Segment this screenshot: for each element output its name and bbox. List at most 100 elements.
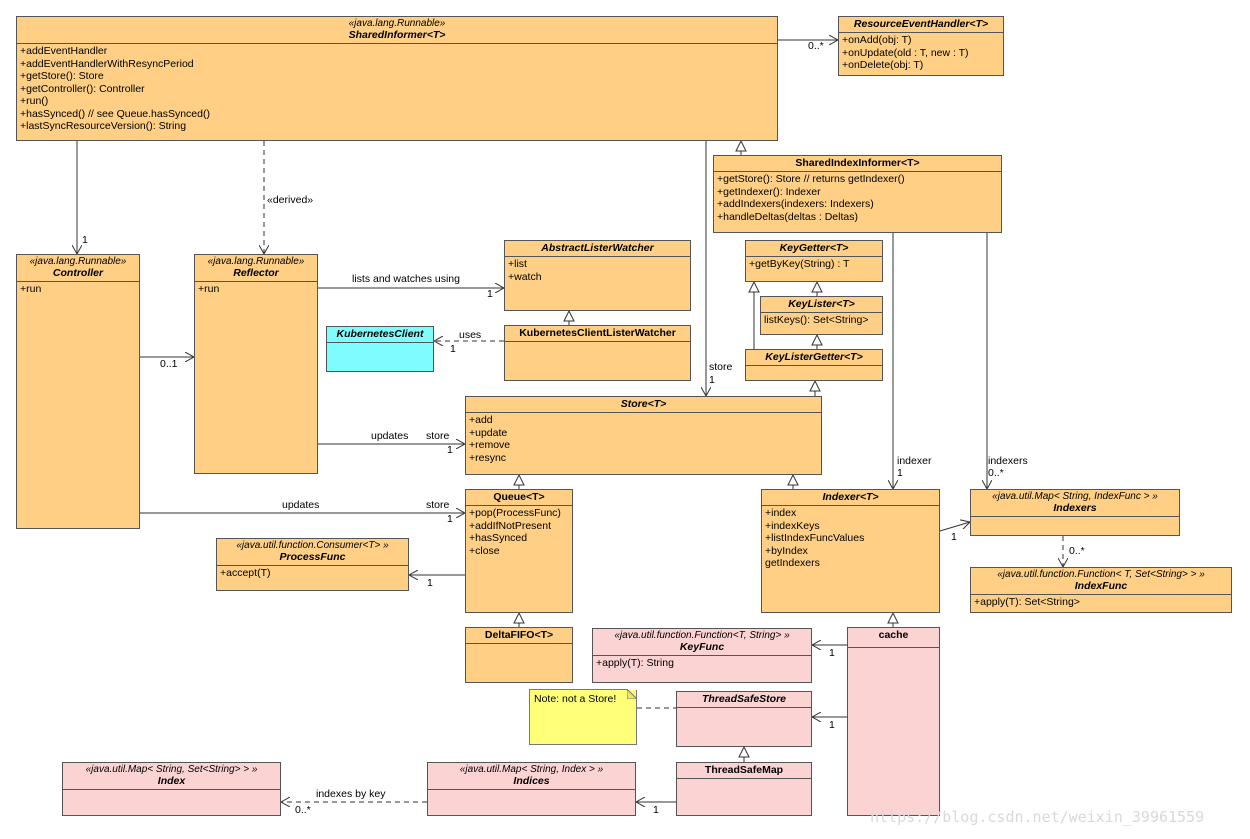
class-header: SharedIndexInformer<T> <box>714 156 1001 172</box>
key-lister-getter-class: KeyListerGetter<T> <box>745 349 883 381</box>
indices-class: «java.util.Map< String, Index > » Indice… <box>427 762 636 816</box>
member: +run <box>198 283 220 295</box>
class-members: +onAdd(obj: T) +onUpdate(old : T, new : … <box>839 33 1003 73</box>
note: Note: not a Store! <box>529 689 637 745</box>
class-header: KubernetesClientListerWatcher <box>505 326 690 342</box>
class-header: «java.util.Map< String, Set<String> > » … <box>63 763 280 790</box>
class-header: Queue<T> <box>466 490 572 506</box>
delta-fifo-class: DeltaFIFO<T> <box>465 627 573 683</box>
class-members: +list +watch <box>505 257 690 284</box>
class-name: SharedInformer<T> <box>348 29 446 41</box>
class-stereotype: «java.util.function.Consumer<T> » <box>236 540 389 551</box>
class-name: KeyGetter<T> <box>779 242 849 254</box>
class-header: cache <box>848 628 939 648</box>
association-label: lists and watches using <box>352 273 460 285</box>
multiplicity-label: 0..* <box>295 804 311 816</box>
class-name: AbstractListerWatcher <box>541 242 654 254</box>
class-name: Queue<T> <box>493 491 545 503</box>
class-name: KubernetesClient <box>336 328 424 340</box>
class-name: KeyListerGetter<T> <box>765 351 863 363</box>
key-lister-class: KeyLister<T> listKeys(): Set<String> <box>760 296 883 335</box>
member: +getStore(): Store <box>20 70 104 82</box>
class-header: «java.util.function.Function<T, String> … <box>593 629 811 656</box>
member: +onUpdate(old : T, new : T) <box>842 46 969 59</box>
association-label: updates <box>282 499 320 511</box>
class-name: SharedIndexInformer<T> <box>795 157 920 169</box>
class-header: DeltaFIFO<T> <box>466 628 572 644</box>
association-label: updates <box>371 430 409 442</box>
member: listKeys(): Set<String> <box>764 314 869 326</box>
member: +run <box>20 283 42 295</box>
thread-safe-store-class: ThreadSafeStore <box>676 691 812 747</box>
member: +list <box>508 258 527 270</box>
multiplicity-label: 1 <box>951 531 957 543</box>
class-header: «java.util.Map< String, Index > » Indice… <box>428 763 635 790</box>
role-label: indexer <box>897 455 932 467</box>
class-stereotype: «java.lang.Runnable» <box>207 256 305 267</box>
association-label: indexes by key <box>316 788 386 800</box>
class-name: Indexer<T> <box>822 491 879 503</box>
member: +hasSynced <box>469 532 528 544</box>
class-name: cache <box>878 629 909 641</box>
multiplicity-label: 1 <box>829 719 835 731</box>
key-getter-class: KeyGetter<T> +getByKey(String) : T <box>745 240 883 282</box>
member: +handleDeltas(deltas : Deltas) <box>717 210 858 223</box>
member: +resync <box>469 451 507 464</box>
thread-safe-map-class: ThreadSafeMap <box>676 762 812 816</box>
member: +onAdd(obj: T) <box>842 34 912 46</box>
class-members: +index +indexKeys +listIndexFuncValues +… <box>762 506 939 571</box>
class-members: +run <box>17 282 139 297</box>
class-stereotype: «java.util.Map< String, Set<String> > » <box>85 764 258 775</box>
indexers-class: «java.util.Map< String, IndexFunc > » In… <box>970 489 1180 536</box>
multiplicity-label: 1 <box>82 234 88 246</box>
multiplicity-label: 1 <box>427 577 433 589</box>
class-members: +accept(T) <box>217 566 408 581</box>
member: getIndexers <box>765 557 820 569</box>
multiplicity-label: 0..* <box>808 40 824 52</box>
member: +accept(T) <box>220 567 271 579</box>
association-label: uses <box>459 329 482 341</box>
member: +getByKey(String) : T <box>749 258 850 270</box>
class-name: Reflector <box>233 267 279 279</box>
class-members: listKeys(): Set<String> <box>761 313 882 328</box>
queue-class: Queue<T> +pop(ProcessFunc) +addIfNotPres… <box>465 489 573 613</box>
class-header: «java.lang.Runnable» SharedInformer<T> <box>17 17 777 44</box>
class-name: Controller <box>52 267 104 279</box>
member: +addEventHandlerWithResyncPeriod <box>20 57 194 70</box>
member: +pop(ProcessFunc) <box>469 507 561 519</box>
cache-class: cache <box>847 627 940 816</box>
multiplicity-label: 1 <box>653 804 659 816</box>
member: +watch <box>508 270 542 283</box>
class-header: KeyGetter<T> <box>746 241 882 257</box>
class-header: Indexer<T> <box>762 490 939 506</box>
class-name: DeltaFIFO<T> <box>484 629 554 641</box>
reflector-class: «java.lang.Runnable» Reflector +run <box>194 254 318 474</box>
class-header: KeyLister<T> <box>761 297 882 313</box>
class-name: KeyLister<T> <box>788 298 855 310</box>
member: +apply(T): String <box>596 657 674 669</box>
class-stereotype: «java.util.Map< String, Index > » <box>459 764 604 775</box>
process-func-class: «java.util.function.Consumer<T> » Proces… <box>216 538 409 591</box>
class-name: IndexFunc <box>1074 580 1128 592</box>
multiplicity-label: 1 <box>897 467 903 479</box>
member: +close <box>469 544 500 557</box>
class-name: ThreadSafeMap <box>704 764 784 776</box>
member: +add <box>469 414 493 426</box>
class-members: +getByKey(String) : T <box>746 257 882 272</box>
member: +apply(T): Set<String> <box>974 596 1080 608</box>
class-header: «java.lang.Runnable» Controller <box>17 255 139 282</box>
class-name: KubernetesClientListerWatcher <box>519 327 676 339</box>
class-members: +getStore(): Store // returns getIndexer… <box>714 172 1001 224</box>
class-header: «java.lang.Runnable» Reflector <box>195 255 317 282</box>
member: +getIndexer(): Indexer <box>717 185 821 198</box>
controller-class: «java.lang.Runnable» Controller +run <box>16 254 140 529</box>
class-header: «java.util.function.Function< T, Set<Str… <box>971 568 1231 595</box>
member: +remove <box>469 439 511 451</box>
class-header: ThreadSafeMap <box>677 763 811 779</box>
store-class: Store<T> +add +update +remove +resync <box>465 396 822 475</box>
class-name: KeyFunc <box>679 641 725 653</box>
class-name: Store<T> <box>620 398 667 410</box>
multiplicity-label: 1 <box>709 374 715 386</box>
multiplicity-label: 0..* <box>988 467 1004 479</box>
